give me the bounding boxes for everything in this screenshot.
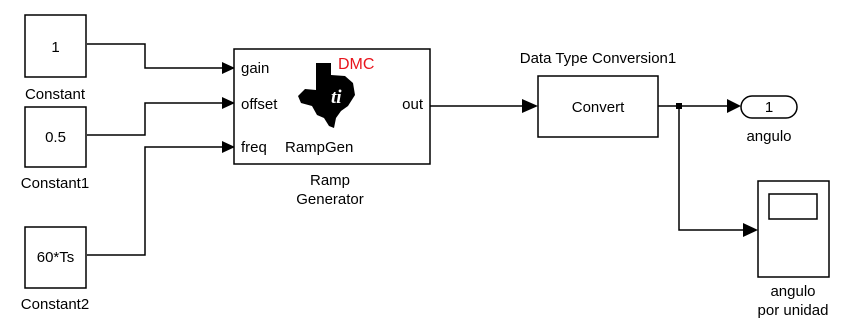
signal-line-branch-scope: [678, 106, 745, 231]
arrowhead-scope-in: [743, 223, 758, 237]
signal-line-constant1: [87, 102, 223, 136]
constant-value: 1: [51, 39, 59, 56]
constant1-block[interactable]: 0.5: [24, 106, 87, 168]
constant-label: Constant: [25, 86, 86, 103]
data-type-conversion-block[interactable]: Convert: [537, 75, 659, 138]
outport-block[interactable]: 1: [740, 95, 798, 119]
ramp-generator-label-line2: Generator: [296, 191, 364, 208]
outport-label: angulo: [746, 128, 791, 145]
scope-label-line2: por unidad: [758, 302, 829, 319]
scope-label-line1: angulo: [770, 283, 815, 300]
arrowhead-convert-in: [522, 99, 538, 113]
svg-text:ti: ti: [331, 87, 342, 108]
arrowhead-gain: [222, 62, 235, 74]
ramp-generator-block[interactable]: gain offset freq out RampGen DMC ti: [233, 48, 431, 165]
constant2-value: 60*Ts: [37, 249, 75, 266]
convert-text: Convert: [572, 99, 625, 116]
arrowhead-outport-in: [727, 99, 741, 113]
constant2-label: Constant2: [21, 296, 89, 313]
branch-point: [676, 103, 682, 109]
signal-line-constant2: [87, 146, 223, 256]
constant1-label: Constant1: [21, 175, 89, 192]
arrowhead-offset: [222, 97, 235, 109]
port-offset-label: offset: [241, 96, 278, 113]
dmc-logo-text: DMC: [338, 56, 374, 73]
outport-number: 1: [765, 99, 773, 116]
scope-block[interactable]: [757, 180, 830, 278]
ramp-generator-label-line1: Ramp: [310, 172, 350, 189]
port-out-label: out: [402, 96, 424, 113]
port-freq-label: freq: [241, 139, 267, 156]
constant-block[interactable]: 1: [24, 14, 87, 78]
port-gain-label: gain: [241, 60, 269, 77]
data-type-conversion-label: Data Type Conversion1: [520, 50, 676, 67]
scope-screen-icon: [768, 193, 818, 220]
constant1-value: 0.5: [45, 129, 66, 146]
rampgen-inner-title: RampGen: [285, 139, 353, 156]
ti-logo-icon: ti: [298, 63, 355, 128]
signal-line-constant: [87, 43, 223, 69]
constant2-block[interactable]: 60*Ts: [24, 226, 87, 289]
arrowhead-freq: [222, 141, 235, 153]
